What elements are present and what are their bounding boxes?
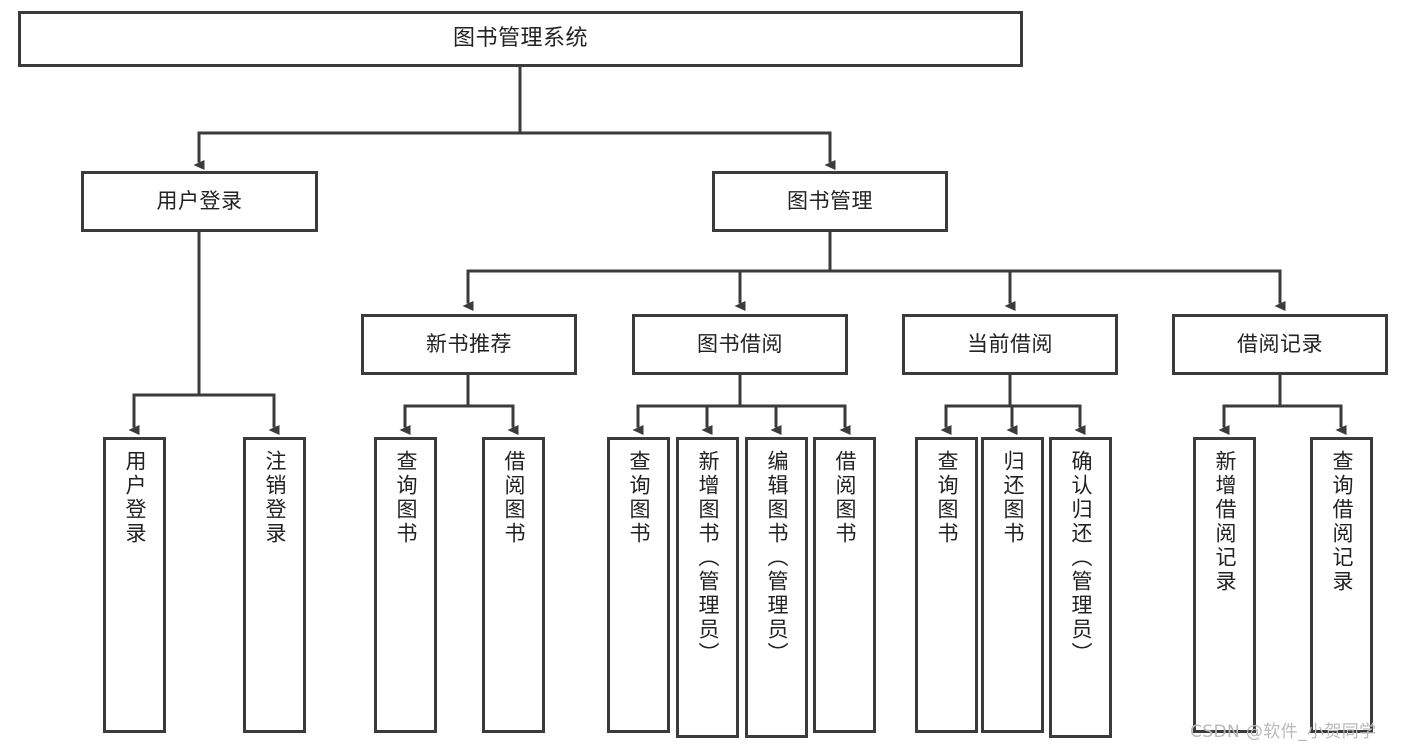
node-book-management[interactable]: 图书管理 <box>712 171 948 232</box>
leaf-add-book-admin[interactable]: 新增图书（管理员） <box>676 437 739 738</box>
leaf-return-book[interactable]: 归还图书 <box>981 437 1044 733</box>
node-label: 借阅记录 <box>1237 332 1323 357</box>
node-label: 查询借阅记录 <box>1330 450 1354 594</box>
node-user-login[interactable]: 用户登录 <box>81 171 318 232</box>
node-label: 编辑图书（管理员） <box>765 450 789 666</box>
node-label: 用户登录 <box>123 450 147 546</box>
node-label: 图书管理 <box>787 189 873 214</box>
leaf-add-borrow-record[interactable]: 新增借阅记录 <box>1193 437 1256 733</box>
node-label: 图书管理系统 <box>452 26 588 52</box>
node-label: 查询图书 <box>394 450 418 546</box>
node-label: 注销登录 <box>263 450 287 546</box>
leaf-query-book-borrow[interactable]: 查询图书 <box>607 437 670 733</box>
node-book-borrow[interactable]: 图书借阅 <box>632 314 848 375</box>
node-label: 新增借阅记录 <box>1213 450 1237 594</box>
node-label: 当前借阅 <box>967 332 1053 357</box>
node-label: 用户登录 <box>156 189 243 214</box>
node-new-book-recommend[interactable]: 新书推荐 <box>361 314 577 375</box>
watermark-text: CSDN @软件_小贺同学 <box>1190 722 1377 742</box>
leaf-logout[interactable]: 注销登录 <box>243 437 306 733</box>
node-label: 借阅图书 <box>502 450 526 546</box>
leaf-borrow-book[interactable]: 借阅图书 <box>813 437 876 733</box>
leaf-borrow-book-recommend[interactable]: 借阅图书 <box>482 437 545 733</box>
node-label: 查询图书 <box>935 450 959 546</box>
node-label: 归还图书 <box>1001 450 1025 546</box>
node-label: 新增图书（管理员） <box>696 450 720 666</box>
leaf-query-book-current[interactable]: 查询图书 <box>915 437 978 733</box>
node-label: 查询图书 <box>627 450 651 546</box>
leaf-edit-book-admin[interactable]: 编辑图书（管理员） <box>745 437 808 738</box>
node-root-system[interactable]: 图书管理系统 <box>18 11 1023 67</box>
leaf-confirm-return-admin[interactable]: 确认归还（管理员） <box>1049 437 1112 738</box>
leaf-query-borrow-record[interactable]: 查询借阅记录 <box>1310 437 1373 733</box>
node-label: 新书推荐 <box>426 332 512 357</box>
leaf-user-login[interactable]: 用户登录 <box>103 437 166 733</box>
node-borrow-record[interactable]: 借阅记录 <box>1172 314 1388 375</box>
node-label: 图书借阅 <box>697 332 783 357</box>
node-label: 借阅图书 <box>833 450 857 546</box>
leaf-query-book-recommend[interactable]: 查询图书 <box>374 437 437 733</box>
node-current-borrow[interactable]: 当前借阅 <box>902 314 1118 375</box>
node-label: 确认归还（管理员） <box>1069 450 1093 666</box>
